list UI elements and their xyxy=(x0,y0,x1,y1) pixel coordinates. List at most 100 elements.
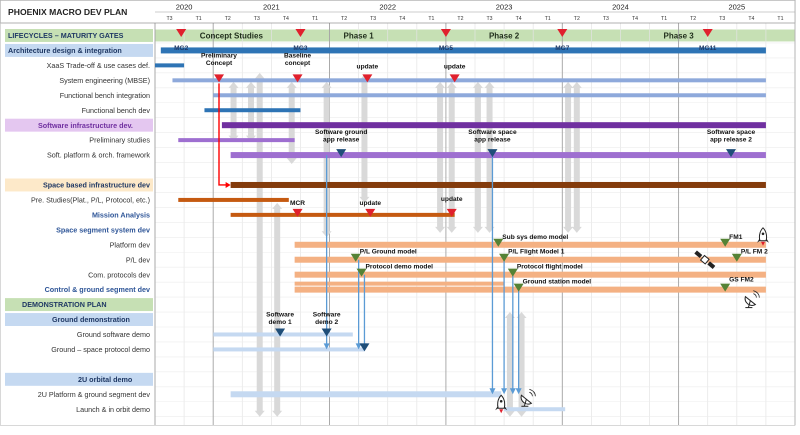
task-bar xyxy=(230,391,502,398)
dependency-arrow-head xyxy=(571,226,582,233)
row-label: Platform dev xyxy=(110,240,151,249)
task-bar xyxy=(178,138,295,143)
quarter-label: T1 xyxy=(312,16,318,22)
link-arrow-head xyxy=(515,388,522,395)
quarter-label: T3 xyxy=(603,16,609,22)
dependency-arrow-head xyxy=(563,226,574,233)
quarter-label: T1 xyxy=(196,16,202,22)
milestone-label: Protocol demo model xyxy=(366,264,434,271)
row-label: Preliminary studies xyxy=(89,136,150,145)
rocket-fin xyxy=(504,405,508,411)
antenna-wave xyxy=(753,293,757,298)
satellite-panel xyxy=(707,261,716,269)
row-band-gates xyxy=(5,29,153,42)
milestone-label: Ground station model xyxy=(523,279,592,286)
task-bar xyxy=(230,181,766,188)
milestone-marker xyxy=(720,283,731,292)
antenna-wave xyxy=(529,391,533,397)
phase-label: Phase 2 xyxy=(489,31,520,40)
row-label: Com. protocols dev xyxy=(88,270,150,279)
row-label: LIFECYCLES – MATURITY GATES xyxy=(8,31,124,40)
dependency-arrow-head xyxy=(435,226,446,233)
rocket-flame xyxy=(499,409,504,414)
gate-label: MG7 xyxy=(555,45,569,52)
row-band-architecture xyxy=(5,43,153,57)
ground-antenna-icon xyxy=(744,290,760,309)
gate-label: MG5 xyxy=(439,45,453,52)
dependency-arrow-head xyxy=(246,81,256,88)
row-label: 2U Platform & ground segment dev xyxy=(38,390,151,399)
antenna-mast xyxy=(747,300,751,308)
quarter-label: T3 xyxy=(370,16,376,22)
phase-label: Phase 1 xyxy=(344,31,375,40)
quarter-label: T4 xyxy=(516,16,522,22)
quarter-label: T4 xyxy=(283,16,289,22)
quarter-label: T2 xyxy=(341,16,347,22)
task-bar xyxy=(294,271,766,278)
task-bar xyxy=(294,241,766,248)
rocket-window xyxy=(499,399,503,403)
row-label: Ground demonstration xyxy=(52,315,130,324)
antenna-wave xyxy=(529,388,536,397)
quarter-label: T1 xyxy=(428,16,434,22)
milestone-marker xyxy=(359,343,370,352)
icons xyxy=(495,227,769,414)
rocket-window xyxy=(761,232,765,236)
gate-label: MG3 xyxy=(293,45,307,52)
dependency-arrow-head xyxy=(321,81,332,88)
dependency-arrow-head xyxy=(446,81,457,88)
task-bar xyxy=(172,78,766,83)
task-bar xyxy=(230,152,766,159)
milestone-label: FM1 xyxy=(729,234,743,241)
dependency-arrow-head xyxy=(254,410,265,417)
dependency-arrow-head xyxy=(484,81,495,88)
row-label: System engineering (MBSE) xyxy=(59,76,150,85)
row-band-software xyxy=(5,118,153,132)
row-label: P/L dev xyxy=(126,255,151,264)
dependency-arrow-shaft xyxy=(256,77,263,412)
task-bar xyxy=(178,197,289,202)
row-label: Pre. Studies(Plat., P/L, Protocol, etc.) xyxy=(31,196,150,205)
row-label: Mission Analysis xyxy=(92,210,150,219)
task-bar xyxy=(294,286,766,293)
task-bar xyxy=(213,93,766,98)
dependency-arrow-shaft xyxy=(506,317,513,412)
ground-antenna-icon xyxy=(520,388,536,407)
quarter-label: T2 xyxy=(225,16,231,22)
link-arrow-head xyxy=(501,388,508,395)
quarter-label: T4 xyxy=(632,16,638,22)
row-label: Functional bench integration xyxy=(60,91,150,100)
milestone-marker xyxy=(487,149,498,158)
quarter-label: T4 xyxy=(748,16,754,22)
dependency-arrow-head xyxy=(254,72,265,79)
gate-marker xyxy=(440,29,451,37)
milestone-marker xyxy=(446,208,457,217)
milestone-marker xyxy=(214,74,224,83)
link-arrow-head xyxy=(355,343,362,350)
dependency-arrow-head xyxy=(472,81,483,88)
dependency-arrow-head xyxy=(472,226,483,233)
row-label: Ground – space protocol demo xyxy=(51,345,150,354)
task-bar xyxy=(294,281,505,286)
red-connector-line xyxy=(218,83,227,186)
task-bar xyxy=(221,122,766,129)
quarter-label: T2 xyxy=(690,16,696,22)
row-label: Control & ground segment dev xyxy=(45,285,150,294)
milestone-marker xyxy=(321,328,332,337)
row-band-orbital xyxy=(5,372,153,386)
milestone-marker xyxy=(720,238,731,247)
quarter-label: T2 xyxy=(574,16,580,22)
row-label: Space based infrastructure dev xyxy=(43,181,150,190)
row-label: Software infrastructure dev. xyxy=(38,121,133,130)
task-bar xyxy=(213,347,365,352)
dependency-arrow-shaft xyxy=(274,207,281,412)
milestone-label: update xyxy=(357,63,379,70)
milestone-label: P/L Ground model xyxy=(360,249,417,256)
dependency-arrow-shaft xyxy=(518,317,525,412)
year-label: 2025 xyxy=(728,3,745,12)
milestone-marker xyxy=(726,149,736,158)
